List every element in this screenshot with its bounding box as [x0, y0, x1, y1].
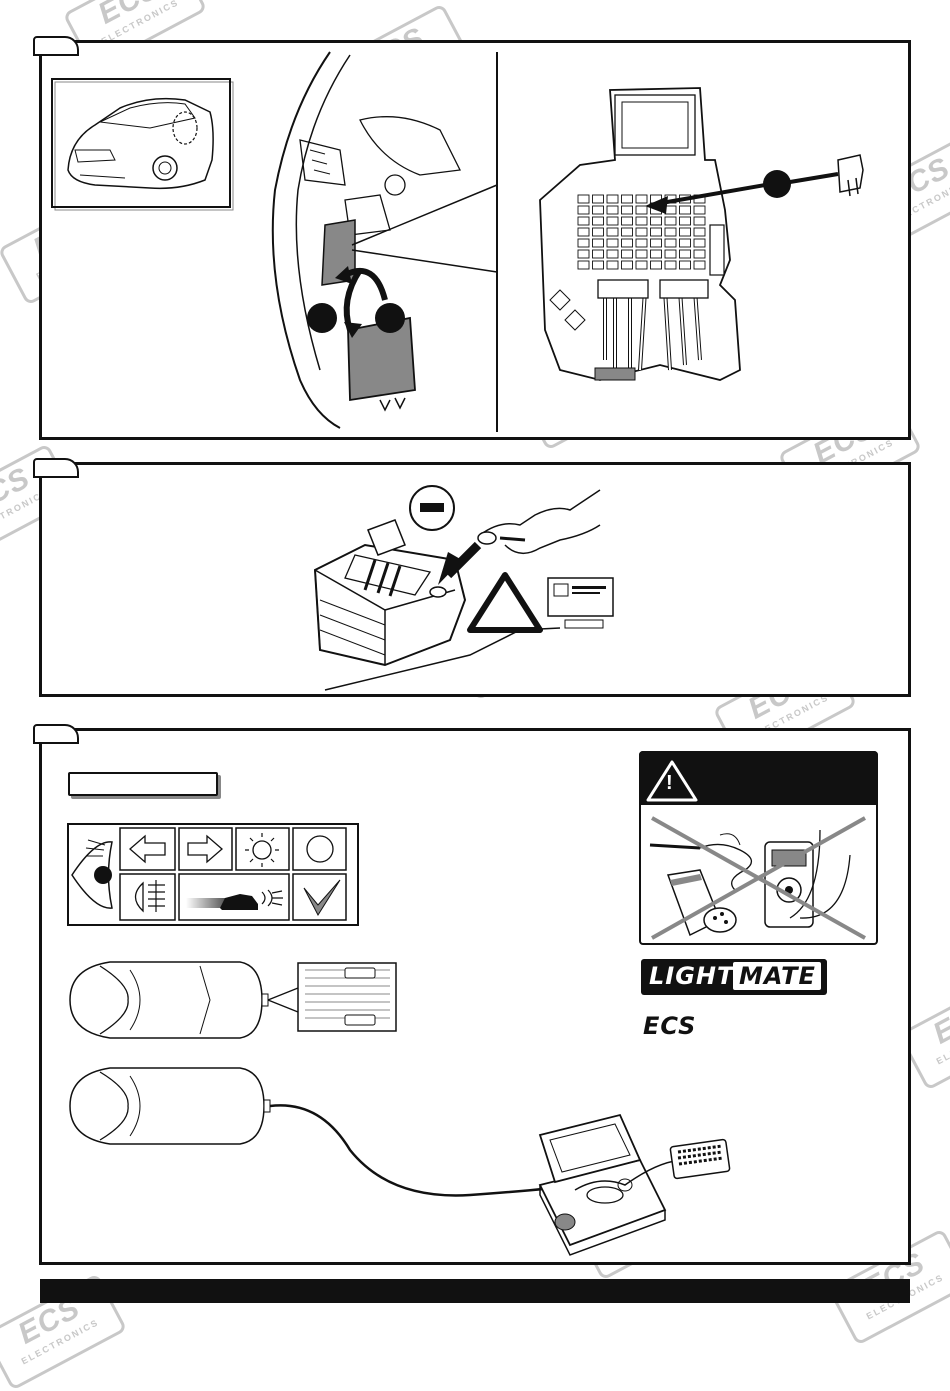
step-number-tab-1 [33, 36, 79, 56]
lightmate-logo-part1: LIGHT [649, 962, 735, 990]
lightmate-registered-mark: ® [821, 958, 827, 967]
step-number-tab-2 [33, 458, 79, 478]
lightmate-logo-part2: MATE [739, 962, 816, 990]
lightmate-logo-part2-box [733, 962, 821, 990]
step-panel-2 [39, 462, 911, 697]
lighting-function-grid [67, 823, 359, 926]
warning-header-glyph: ! [666, 772, 673, 794]
step-number-tab-3 [33, 724, 79, 744]
warning-header [639, 751, 878, 805]
lightmate-logo: LIGHT MATE ® [641, 958, 827, 995]
step-panel-1 [39, 40, 911, 440]
function-test-label-box [68, 772, 218, 796]
ecs-logo: ECS [643, 1012, 697, 1040]
footer-bar [40, 1279, 910, 1303]
